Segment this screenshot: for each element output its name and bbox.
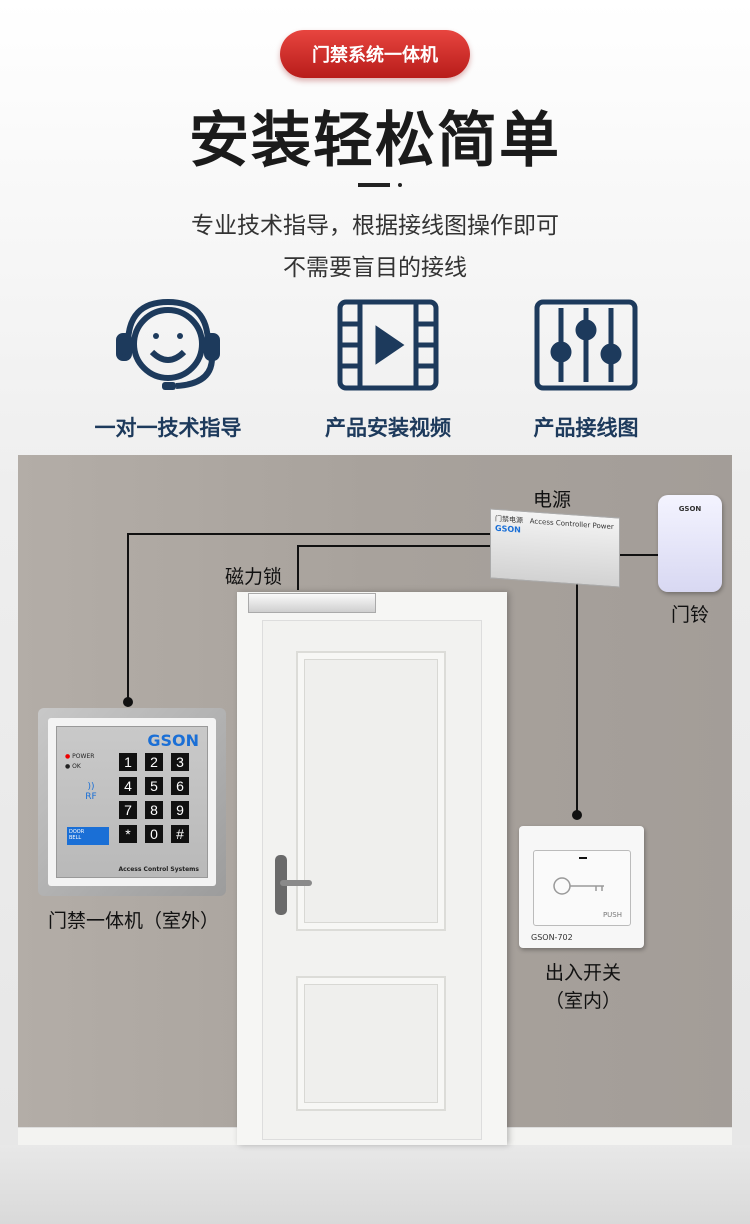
key-4[interactable]: 4: [119, 777, 137, 795]
exit-button[interactable]: PUSH GSON-702: [519, 826, 644, 948]
subtitle-line2: 不需要盲目的接线: [283, 255, 467, 281]
divider-dot: [398, 183, 402, 187]
sliders-icon: [534, 298, 638, 394]
keypad-footer: Access Control Systems: [118, 866, 199, 873]
key-2[interactable]: 2: [145, 753, 163, 771]
exit-label-line1: 出入开关: [545, 962, 622, 984]
feature-label-guidance: 一对一技术指导: [94, 416, 242, 440]
key-5[interactable]: 5: [145, 777, 163, 795]
power-label: 电源: [533, 489, 572, 511]
category-badge: 门禁系统一体机: [280, 30, 470, 78]
feature-label-wiring: 产品接线图: [533, 416, 639, 440]
wire: [618, 554, 660, 556]
exit-button-model: GSON-702: [531, 933, 573, 942]
key-hash[interactable]: #: [171, 825, 189, 843]
keypad-brand: GSON: [147, 731, 199, 750]
power-indicator: POWER: [72, 753, 95, 760]
key-3[interactable]: 3: [171, 753, 189, 771]
wire-end: [123, 697, 133, 707]
floor: [0, 1145, 750, 1224]
wire: [297, 545, 495, 547]
key-7[interactable]: 7: [119, 801, 137, 819]
divider: [358, 183, 390, 187]
wire: [297, 545, 299, 590]
feature-label-video: 产品安装视频: [325, 416, 451, 440]
key-6[interactable]: 6: [171, 777, 189, 795]
keypad-label: 门禁一体机（室外）: [48, 910, 220, 932]
exit-label-line2: （室内）: [545, 990, 622, 1012]
doorbell-brand: GSON: [678, 505, 702, 513]
wire: [127, 533, 129, 701]
door: [262, 620, 482, 1140]
key-icon: [553, 877, 604, 895]
key-8[interactable]: 8: [145, 801, 163, 819]
key-9[interactable]: 9: [171, 801, 189, 819]
ok-indicator: OK: [72, 763, 81, 770]
subtitle-line1: 专业技术指导，根据接线图操作即可: [191, 213, 559, 239]
key-0[interactable]: 0: [145, 825, 163, 843]
key-star[interactable]: *: [119, 825, 137, 843]
wire: [576, 583, 578, 815]
power-supply: 门禁电源 Access Controller Power GSON: [490, 508, 620, 588]
magnetic-lock: [248, 593, 376, 613]
video-play-icon: [336, 298, 440, 394]
doorbell-label: 门铃: [671, 604, 710, 626]
lock-label: 磁力锁: [225, 566, 283, 588]
wire-end: [572, 810, 582, 820]
doorbell: GSON: [658, 495, 722, 592]
headset-smile-icon: [116, 298, 220, 394]
page-title: 安装轻松简单: [189, 106, 561, 176]
key-1[interactable]: 1: [119, 753, 137, 771]
door-handle[interactable]: [280, 880, 312, 886]
wire: [127, 533, 495, 535]
rf-icon: ))RF: [85, 782, 97, 802]
push-label: PUSH: [602, 911, 622, 919]
